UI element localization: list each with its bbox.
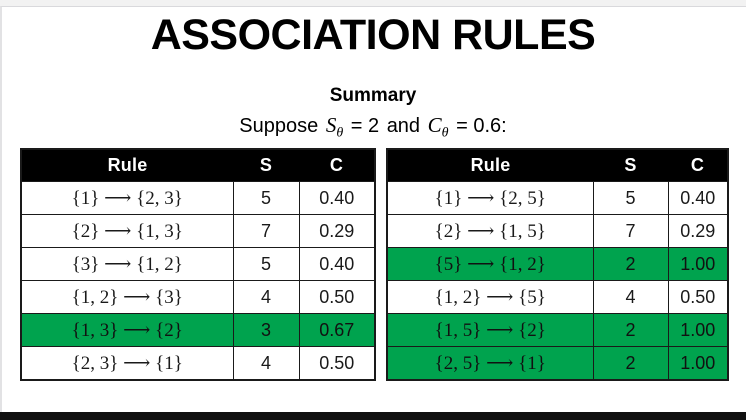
rule-expression: {1, 5} ⟶ {2} <box>434 319 546 341</box>
rule-expression: {1, 2} ⟶ {3} <box>71 286 183 308</box>
slide-bottom-bar <box>0 412 746 420</box>
cell-confidence: 0.50 <box>667 280 729 314</box>
column-header-confidence: C <box>668 149 728 182</box>
cell-confidence: 0.40 <box>298 247 376 281</box>
confidence-threshold-value: = 0.6: <box>456 115 507 137</box>
section-subtitle: Summary <box>329 85 417 106</box>
cell-confidence: 0.67 <box>298 313 376 347</box>
rule-expression: {2, 3} ⟶ {1} <box>71 352 183 374</box>
cell-confidence: 0.29 <box>298 214 376 248</box>
cell-support: 7 <box>232 214 300 248</box>
rule-expression: {2, 5} ⟶ {1} <box>434 352 546 374</box>
cell-confidence: 0.29 <box>667 214 729 248</box>
cell-support: 4 <box>592 280 669 314</box>
cell-rule: {2} ⟶ {1, 3} <box>20 214 234 248</box>
support-threshold-value: = 2 <box>350 115 380 137</box>
rule-expression: {3} ⟶ {1, 2} <box>71 253 183 275</box>
cell-confidence: 0.50 <box>298 346 376 381</box>
cell-support: 5 <box>592 181 669 215</box>
cell-rule: {5} ⟶ {1, 2} <box>386 247 594 281</box>
table-header-row: Rule S C <box>387 149 728 182</box>
cell-support: 2 <box>592 313 669 347</box>
cell-rule: {1, 2} ⟶ {5} <box>386 280 594 314</box>
rule-expression: {5} ⟶ {1, 2} <box>434 253 546 275</box>
slide-top-strip <box>0 0 746 6</box>
column-header-confidence: C <box>299 149 375 182</box>
rule-expression: {1, 3} ⟶ {2} <box>71 319 183 341</box>
cell-rule: {1, 2} ⟶ {3} <box>20 280 234 314</box>
rule-expression: {1, 2} ⟶ {5} <box>434 286 546 308</box>
cell-confidence: 0.50 <box>298 280 376 314</box>
cell-support: 7 <box>592 214 669 248</box>
cell-confidence: 1.00 <box>667 247 729 281</box>
rule-expression: {1} ⟶ {2, 3} <box>71 187 183 209</box>
table-header-row: Rule S C <box>21 149 375 182</box>
cell-support: 5 <box>232 247 300 281</box>
cell-confidence: 1.00 <box>667 313 729 347</box>
support-threshold-symbol: S <box>325 113 337 137</box>
support-threshold-subscript: θ <box>336 125 344 141</box>
cell-support: 4 <box>232 280 300 314</box>
column-header-rule: Rule <box>21 149 233 182</box>
column-header-support: S <box>233 149 299 182</box>
suppose-lead: Suppose <box>239 115 319 137</box>
cell-rule: {3} ⟶ {1, 2} <box>20 247 234 281</box>
threshold-statement: Suppose Sθ = 2 and Cθ = 0.6: <box>0 112 746 146</box>
cell-rule: {1} ⟶ {2, 5} <box>386 181 594 215</box>
cell-confidence: 1.00 <box>667 346 729 381</box>
page-title: ASSOCIATION RULES <box>150 11 596 59</box>
cell-rule: {1, 5} ⟶ {2} <box>386 313 594 347</box>
cell-support: 2 <box>592 346 669 381</box>
rule-expression: {1} ⟶ {2, 5} <box>434 187 546 209</box>
confidence-threshold-subscript: θ <box>441 125 449 141</box>
cell-confidence: 0.40 <box>667 181 729 215</box>
cell-support: 2 <box>592 247 669 281</box>
suppose-conjunction: and <box>386 115 421 137</box>
cell-support: 3 <box>232 313 300 347</box>
column-header-rule: Rule <box>387 149 593 182</box>
cell-confidence: 0.40 <box>298 181 376 215</box>
cell-rule: {2} ⟶ {1, 5} <box>386 214 594 248</box>
cell-support: 4 <box>232 346 300 381</box>
cell-support: 5 <box>232 181 300 215</box>
column-header-support: S <box>593 149 668 182</box>
rule-expression: {2} ⟶ {1, 5} <box>434 220 546 242</box>
cell-rule: {2, 5} ⟶ {1} <box>386 346 594 381</box>
rule-expression: {2} ⟶ {1, 3} <box>71 220 183 242</box>
cell-rule: {2, 3} ⟶ {1} <box>20 346 234 381</box>
cell-rule: {1, 3} ⟶ {2} <box>20 313 234 347</box>
confidence-threshold-symbol: C <box>427 113 442 137</box>
cell-rule: {1} ⟶ {2, 3} <box>20 181 234 215</box>
